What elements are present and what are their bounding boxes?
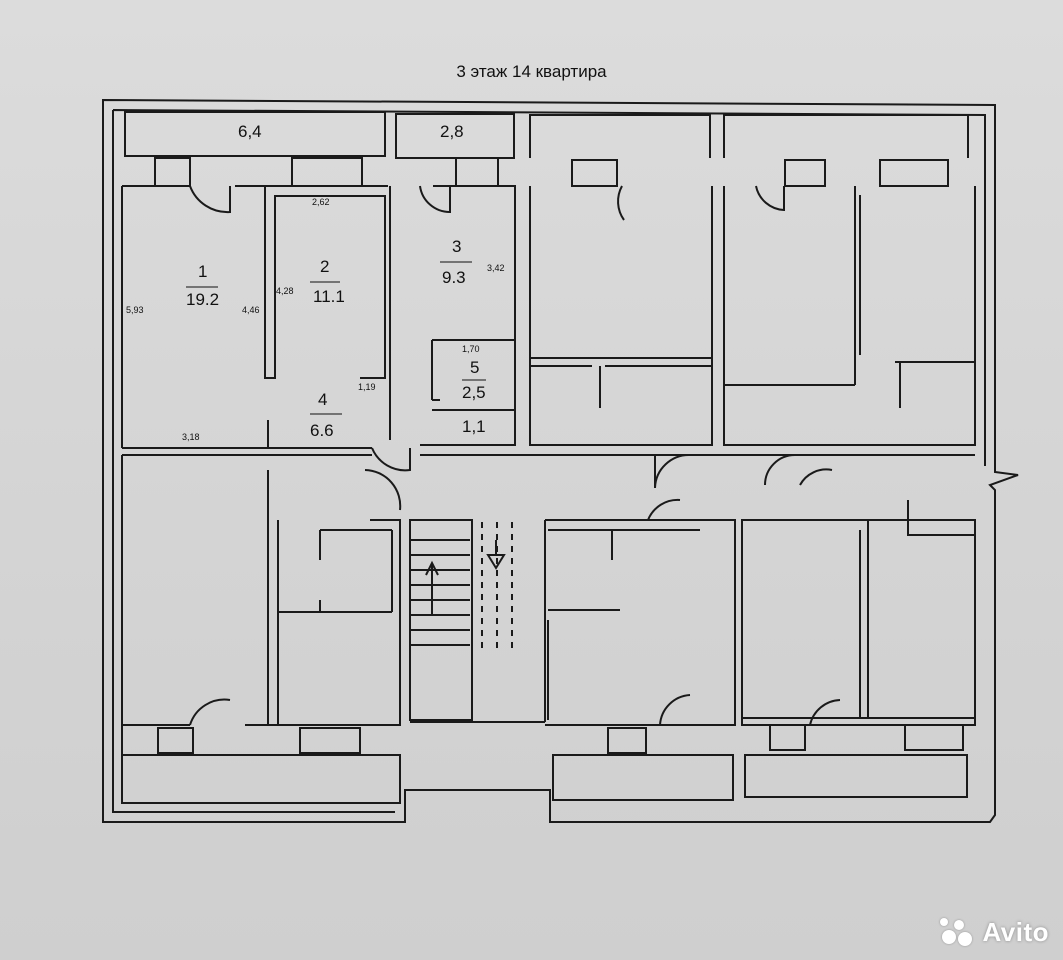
- dim-262: 2,62: [312, 197, 330, 207]
- avito-watermark: Avito: [940, 917, 1049, 948]
- room-2-area: 11.1: [313, 287, 345, 306]
- dim-170: 1,70: [462, 344, 480, 354]
- stair-arrow-down: [486, 540, 506, 570]
- room-3-number: 3: [452, 237, 461, 256]
- balcony-2-area: 2,8: [440, 122, 464, 141]
- room-1-2-wall: [264, 186, 386, 379]
- door-swing-entry: [371, 447, 411, 472]
- plan-title: 3 этаж 14 квартира: [456, 62, 607, 81]
- room-2-number: 2: [320, 257, 329, 276]
- avito-wordmark: Avito: [982, 917, 1049, 947]
- door-swing-1: [189, 185, 231, 214]
- room-4-area: 6.6: [310, 421, 334, 440]
- room-1-area: 19.2: [186, 290, 219, 309]
- door-swing-2: [419, 185, 451, 214]
- dim-318: 3,18: [182, 432, 200, 442]
- room-6-area: 1,1: [462, 417, 486, 436]
- room-5-area: 2,5: [462, 383, 486, 402]
- outer-wall: [102, 98, 1019, 823]
- room-4-number: 4: [318, 390, 327, 409]
- inner-outline: [112, 109, 986, 813]
- dim-446: 4,46: [242, 305, 260, 315]
- balcony-1: [124, 111, 386, 157]
- dim-119: 1,19: [358, 382, 376, 392]
- room-3-area: 9.3: [442, 268, 466, 287]
- dim-428: 4,28: [276, 286, 294, 296]
- balcony-3: [529, 114, 711, 158]
- balcony-1-area: 6,4: [238, 122, 262, 141]
- balcony-4: [723, 114, 969, 158]
- stair-well: [409, 519, 473, 721]
- dim-593: 5,93: [126, 305, 144, 315]
- room-1-number: 1: [198, 262, 207, 281]
- room-5-wall: [431, 339, 515, 411]
- room-5-number: 5: [470, 358, 479, 377]
- stair-arrow-up: [425, 560, 439, 615]
- avito-logo-icon: [940, 917, 976, 948]
- dim-342: 3,42: [487, 263, 505, 273]
